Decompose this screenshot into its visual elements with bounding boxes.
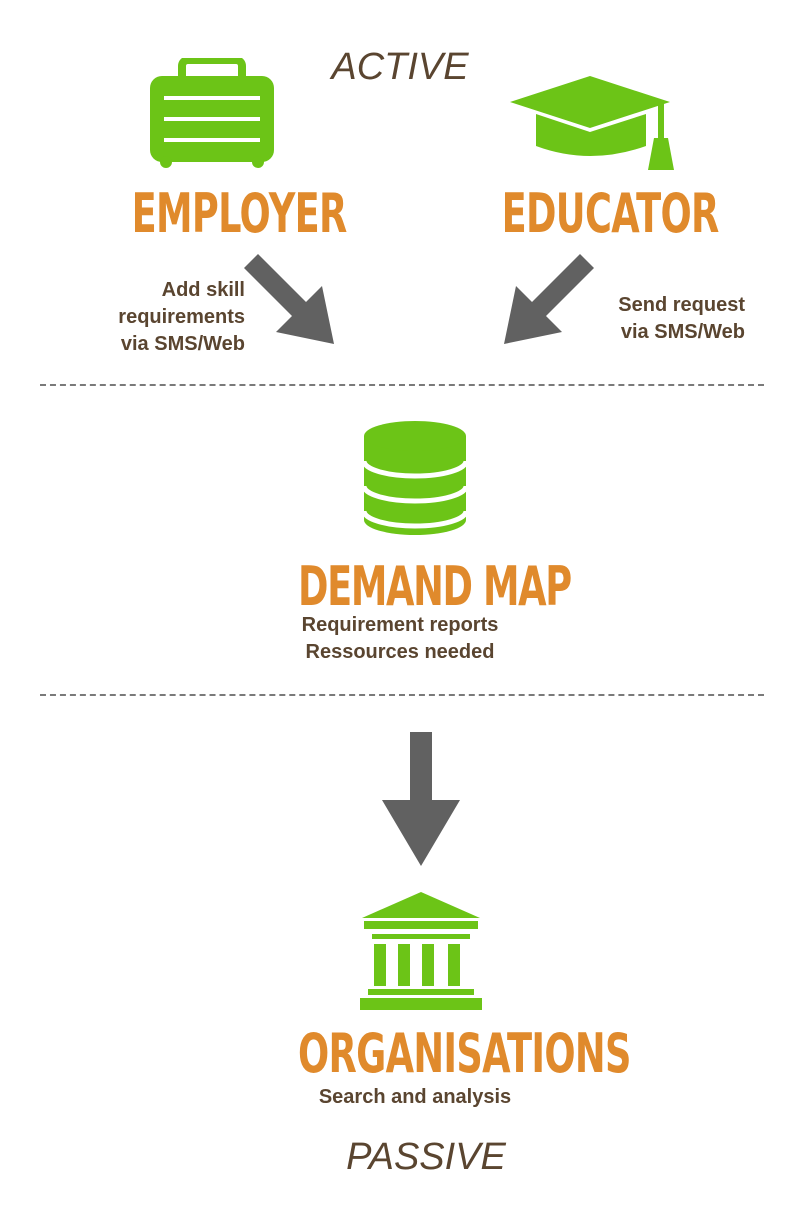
organisations-note-line: Search and analysis <box>318 1086 512 1108</box>
educator-note-line: via SMS/Web <box>620 321 745 343</box>
demand-map-note-line: Ressources needed <box>305 641 495 663</box>
suitcase-icon <box>148 58 276 170</box>
educator-note: Send request via SMS/Web <box>560 292 745 346</box>
demand-map-note: Requirement reports Ressources needed <box>0 612 800 666</box>
section-divider <box>40 384 764 386</box>
section-divider <box>40 694 764 696</box>
institution-building-icon <box>356 890 486 1014</box>
passive-label: PASSIVE <box>346 1136 506 1178</box>
demand-map-note-line: Requirement reports <box>301 614 499 636</box>
graduation-cap-icon <box>508 74 674 172</box>
educator-heading: EDUCATOR <box>501 182 720 245</box>
arrow-employer-to-map <box>240 250 340 350</box>
active-label: ACTIVE <box>331 46 469 88</box>
employer-note: Add skill requirements via SMS/Web <box>60 277 245 358</box>
employer-heading: EMPLOYER <box>131 182 348 245</box>
employer-note-line: via SMS/Web <box>120 333 245 355</box>
arrow-map-to-organisations <box>380 730 462 870</box>
employer-note-line: requirements <box>118 306 245 328</box>
database-icon <box>360 418 470 538</box>
demand-map-heading: DEMAND MAP <box>298 555 572 618</box>
educator-note-line: Send request <box>618 294 745 316</box>
arrow-educator-to-map <box>498 250 598 350</box>
employer-note-line: Add skill <box>161 279 245 301</box>
organisations-note: Search and analysis <box>0 1084 800 1111</box>
organisations-heading: ORGANISATIONS <box>298 1022 631 1085</box>
